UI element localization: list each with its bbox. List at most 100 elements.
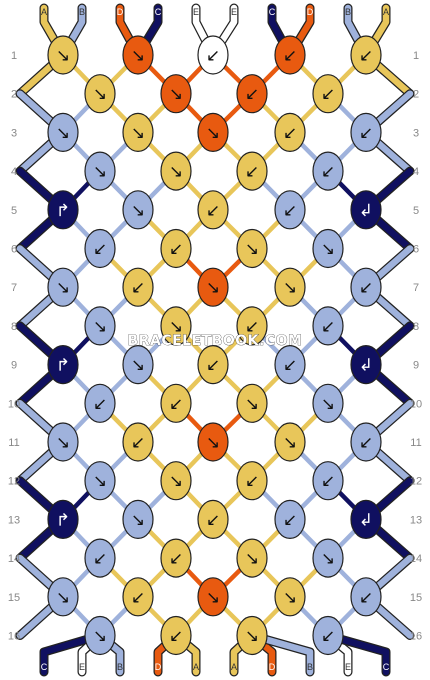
knot-ellipse [350, 190, 382, 230]
row-label-right: 4 [413, 166, 419, 178]
knot-ellipse [47, 35, 79, 75]
knot: ↘ [236, 538, 268, 578]
knot-ellipse [84, 461, 116, 501]
knot-ellipse [350, 35, 382, 75]
knot: ↘ [236, 228, 268, 269]
row-label-right: 14 [410, 553, 422, 565]
knot-grid: ↘↘↙↙↙↘↘↙↙↘↘↘↙↙↘↘↙↙↱↘↙↙↲↙↙↘↘↘↙↘↘↙↘↘↙↙↱↘↙↙… [47, 35, 382, 656]
knot-ellipse [274, 267, 306, 307]
knot-direction-arrow: ↙ [359, 588, 373, 608]
top-strand-label: C [155, 7, 162, 17]
knot: ↲ [350, 499, 382, 540]
row-label-left: 14 [8, 553, 20, 565]
knot: ↙ [312, 461, 344, 501]
row-label-right: 2 [413, 89, 419, 101]
knot-ellipse [350, 577, 382, 617]
knot: ↙ [197, 190, 229, 230]
knot: ↙ [197, 345, 229, 385]
knot-direction-arrow: ↙ [131, 433, 145, 453]
bottom-strand-label: A [193, 662, 199, 672]
knot: ↘ [84, 151, 116, 191]
knot-direction-arrow: ↘ [56, 46, 70, 66]
knot-direction-arrow: ↘ [56, 278, 70, 298]
knot: ↙ [274, 35, 306, 75]
knot-ellipse [312, 383, 344, 423]
knot-direction-arrow: ↘ [206, 278, 220, 298]
knot: ↘ [236, 383, 268, 423]
knot-ellipse [312, 228, 344, 269]
knot-ellipse [84, 306, 116, 346]
knot: ↙ [350, 577, 382, 617]
knot: ↙ [84, 538, 116, 578]
knot: ↘ [274, 267, 306, 307]
row-label-right: 5 [413, 205, 419, 217]
knot-direction-arrow: ↘ [93, 85, 107, 105]
knot-direction-arrow: ↙ [283, 356, 297, 376]
knot-ellipse [122, 190, 154, 230]
knot-ellipse [350, 267, 382, 307]
knot-ellipse [122, 577, 154, 617]
knot: ↙ [274, 112, 306, 152]
knot-direction-arrow: ↙ [321, 85, 335, 105]
knot-ellipse [274, 112, 306, 152]
knot-direction-arrow: ↘ [206, 588, 220, 608]
knot-direction-arrow: ↘ [206, 123, 220, 143]
row-label-left: 4 [11, 166, 17, 178]
knot-ellipse [236, 461, 268, 501]
knot-ellipse [236, 383, 268, 423]
knot: ↘ [197, 267, 229, 307]
knot-direction-arrow: ↘ [131, 123, 145, 143]
knot-ellipse [47, 499, 79, 540]
row-label-left: 11 [8, 437, 19, 449]
knot-ellipse [47, 112, 79, 152]
knot: ↘ [122, 345, 154, 385]
knot-ellipse [47, 422, 79, 462]
knot-ellipse [312, 461, 344, 501]
knot: ↙ [350, 422, 382, 462]
knot-direction-arrow: ↘ [245, 549, 259, 569]
knot: ↘ [47, 112, 79, 152]
row-label-left: 13 [8, 514, 20, 526]
knot: ↙ [84, 228, 116, 269]
knot: ↙ [84, 383, 116, 423]
knot-direction-arrow: ↙ [245, 472, 259, 492]
knot: ↘ [312, 228, 344, 269]
knot-ellipse [160, 151, 192, 191]
knot-direction-arrow: ↙ [169, 627, 183, 647]
knot: ↙ [312, 74, 344, 114]
knot-direction-arrow: ↘ [206, 433, 220, 453]
knot-direction-arrow: ↙ [283, 46, 297, 66]
bottom-strand-label: B [117, 662, 123, 672]
knot-direction-arrow: ↘ [245, 240, 259, 260]
knot: ↙ [312, 615, 344, 656]
knot-ellipse [312, 615, 344, 656]
knot: ↱ [47, 345, 79, 385]
row-label-right: 9 [413, 360, 419, 372]
bottom-strand [248, 632, 314, 676]
knot-direction-arrow: ↙ [206, 356, 220, 376]
row-label-left: 7 [11, 282, 17, 294]
knot: ↙ [312, 306, 344, 346]
row-label-right: 15 [410, 592, 422, 604]
knot: ↙ [197, 499, 229, 540]
knot-direction-arrow: ↙ [321, 162, 335, 182]
top-strand-label: A [41, 7, 47, 17]
row-label-right: 6 [413, 244, 419, 256]
knot: ↘ [122, 35, 154, 75]
knot-direction-arrow: ↘ [283, 433, 297, 453]
row-label-left: 16 [8, 631, 20, 643]
knot-ellipse [236, 538, 268, 578]
knot: ↘ [47, 577, 79, 617]
knot-direction-arrow: ↙ [359, 123, 373, 143]
row-label-left: 1 [11, 50, 17, 62]
knot-ellipse [350, 112, 382, 152]
knot: ↘ [274, 422, 306, 462]
knot-ellipse [236, 306, 268, 346]
knot: ↘ [160, 306, 192, 346]
bottom-strand-label: C [41, 662, 48, 672]
knot-direction-arrow: ↱ [56, 510, 70, 530]
knot: ↱ [47, 190, 79, 230]
knot-ellipse [197, 267, 229, 307]
knot-ellipse [236, 228, 268, 269]
